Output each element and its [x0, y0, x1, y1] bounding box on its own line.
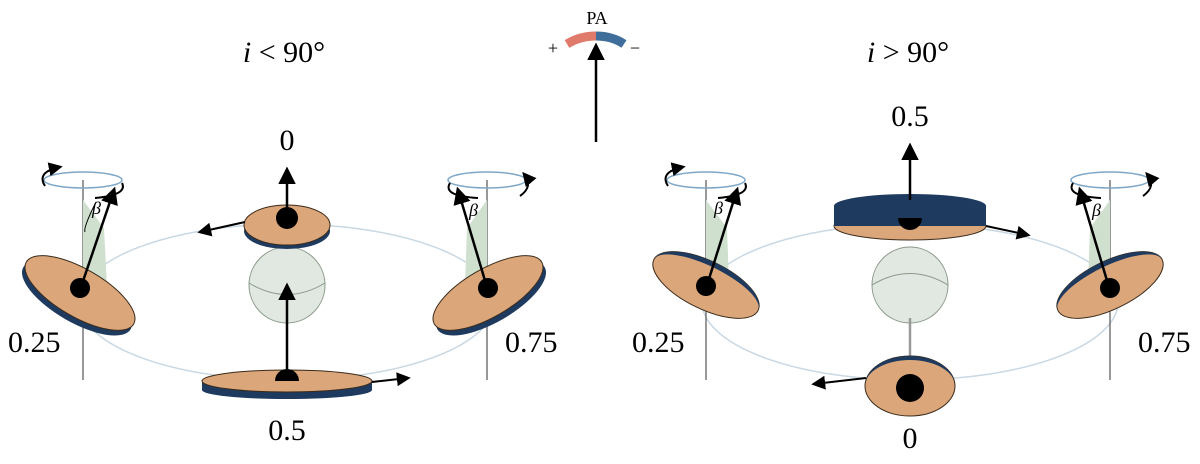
disk-phase-bottom — [201, 369, 373, 399]
beta-label-right: β — [468, 200, 478, 220]
disk-phase-right: β — [432, 171, 547, 380]
disk-phase-top — [243, 204, 331, 249]
disk-phase-right: β — [1056, 171, 1164, 380]
central-star — [871, 246, 949, 324]
panel-left: i < 90° — [8, 36, 558, 447]
phase-label-bottom: 0 — [903, 422, 918, 455]
disk-phase-left: β — [652, 162, 760, 380]
pa-minus-sign: − — [630, 38, 640, 58]
phase-label-left: 0.25 — [632, 326, 685, 359]
disk-phase-top — [833, 194, 987, 241]
phase-label-right: 0.75 — [505, 326, 558, 359]
orbit-direction-arrow — [371, 372, 411, 387]
phase-label-right: 0.75 — [1138, 326, 1191, 359]
orbit-direction-arrow-top — [197, 221, 246, 237]
orbit-direction-arrow-top — [985, 225, 1031, 240]
phase-label-left: 0.25 — [8, 326, 61, 359]
panel-right-title: i > 90° — [867, 36, 949, 69]
panel-right: i > 90° — [632, 36, 1191, 455]
pa-plus-sign: + — [548, 38, 558, 58]
beta-label-left: β — [91, 198, 101, 218]
beta-label-right: β — [1091, 200, 1101, 220]
phase-label-bottom: 0.5 — [268, 414, 306, 447]
pa-indicator: PA + − — [548, 8, 640, 142]
pa-arc-plus — [564, 31, 597, 48]
beta-label-left: β — [713, 198, 723, 218]
phase-label-top: 0 — [280, 124, 295, 157]
pa-label: PA — [586, 8, 607, 28]
panel-left-title: i < 90° — [243, 36, 325, 69]
disk-phase-left: β — [21, 162, 136, 380]
orbit-direction-arrow — [811, 375, 867, 390]
pa-arc-minus — [595, 31, 627, 48]
phase-label-top: 0.5 — [891, 100, 929, 133]
disk-phase-bottom — [864, 355, 956, 417]
